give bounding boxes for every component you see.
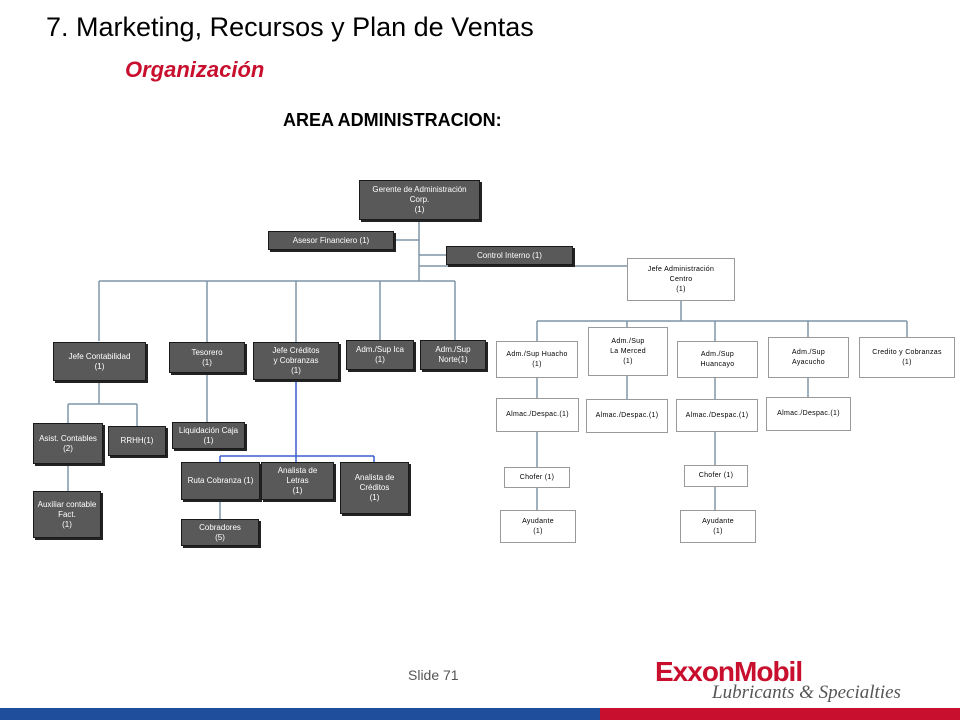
org-node-tesorero: Tesorero (1) — [169, 342, 245, 373]
footer-bar-red — [600, 708, 960, 720]
org-node-control-interno: Control Interno (1) — [446, 246, 573, 265]
org-node-rrhh: RRHH(1) — [108, 426, 166, 456]
org-node-liquidacion-caja: Liquidación Caja (1) — [172, 422, 245, 449]
org-node-adm-sup-huacho: Adm./Sup Huacho (1) — [496, 341, 578, 378]
org-node-ayudante-huancayo: Ayudante (1) — [680, 510, 756, 543]
slide-number: Slide 71 — [408, 667, 459, 683]
footer-color-bar — [0, 708, 960, 720]
exxonmobil-logo: ExxonMobil — [655, 656, 803, 687]
slide-subtitle: Organización — [125, 57, 265, 82]
org-node-jefe-administracion-centro: Jefe Administración Centro (1) — [627, 258, 735, 301]
org-node-almac-despac-ayacucho: Almac./Despac.(1) — [766, 397, 851, 431]
org-node-ayudante-huacho: Ayudante (1) — [500, 510, 576, 543]
org-node-auxiliar-contable: Auxiliar contable Fact. (1) — [33, 491, 101, 538]
brand-tagline: Lubricants & Specialties — [712, 682, 901, 703]
org-node-adm-sup-la-merced: Adm./Sup La Merced (1) — [588, 327, 668, 376]
org-node-adm-sup-norte: Adm./Sup Norte(1) — [420, 340, 486, 370]
org-node-chofer-huacho: Chofer (1) — [504, 467, 570, 488]
org-node-adm-sup-ica: Adm./Sup Ica (1) — [346, 340, 414, 370]
footer-bar-blue — [0, 708, 600, 720]
org-node-cobradores: Cobradores (5) — [181, 519, 259, 546]
org-node-asesor-financiero: Asesor Financiero (1) — [268, 231, 394, 250]
org-node-gerente-administracion: Gerente de Administración Corp. (1) — [359, 180, 480, 220]
org-node-almac-despac-la-merced: Almac./Despac.(1) — [586, 399, 668, 433]
org-node-analista-letras: Analista de Letras (1) — [261, 462, 334, 500]
slide-title: 7. Marketing, Recursos y Plan de Ventas — [46, 12, 534, 42]
org-node-almac-despac-huacho: Almac./Despac.(1) — [496, 398, 579, 432]
org-node-jefe-creditos-cobranzas: Jefe Créditos y Cobranzas (1) — [253, 342, 339, 380]
org-node-chofer-huancayo: Chofer (1) — [684, 465, 748, 487]
org-node-asist-contables: Asist. Contables (2) — [33, 423, 103, 464]
org-node-credito-cobranzas: Credito y Cobranzas (1) — [859, 337, 955, 378]
section-heading: AREA ADMINISTRACION: — [283, 110, 502, 130]
org-node-almac-despac-huancayo: Almac./Despac.(1) — [676, 399, 758, 432]
org-node-analista-creditos: Analista de Créditos (1) — [340, 462, 409, 514]
org-node-jefe-contabilidad: Jefe Contabilidad (1) — [53, 342, 146, 381]
org-node-ruta-cobranza: Ruta Cobranza (1) — [181, 462, 260, 500]
org-node-adm-sup-huancayo: Adm./Sup Huancayo — [677, 341, 758, 378]
org-node-adm-sup-ayacucho: Adm./Sup Ayacucho — [768, 337, 849, 378]
